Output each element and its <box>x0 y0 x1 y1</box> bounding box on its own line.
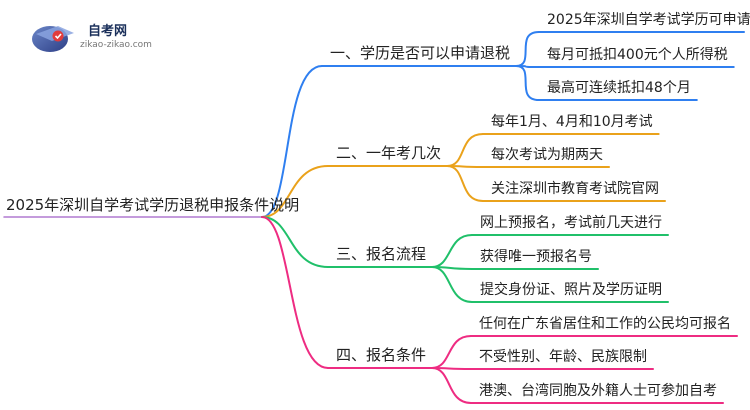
leaf-topic: 获得唯一预报名号 <box>480 249 592 265</box>
branch-connector <box>261 216 329 268</box>
leaf-topic: 任何在广东省居住和工作的公民均可报名 <box>479 316 731 332</box>
leaf-topic: 2025年深圳自学考试学历可申请退税 <box>547 12 750 28</box>
leaf-topic: 每年1月、4月和10月考试 <box>491 114 653 130</box>
leaf-connector <box>431 234 473 268</box>
leaf-connector <box>446 165 484 202</box>
branch-topic-registration-process: 三、报名流程 <box>336 245 427 263</box>
logo-title: 自考网 <box>88 24 128 39</box>
leaf-connector <box>431 266 473 303</box>
leaf-topic: 网上预报名，考试前几天进行 <box>480 215 662 231</box>
branch-connector <box>261 165 329 218</box>
graduation-cap-icon <box>32 26 74 52</box>
branch-connector <box>261 65 323 218</box>
leaf-topic: 每次考试为期两天 <box>491 147 603 163</box>
site-logo: 自考网 zikao-zikao.com <box>28 16 152 56</box>
branch-topic-exam-frequency: 二、一年考几次 <box>336 144 442 162</box>
logo-url: zikao-zikao.com <box>80 40 152 50</box>
leaf-topic: 最高可连续抵扣48个月 <box>547 80 691 96</box>
leaf-topic: 提交身份证、照片及学历证明 <box>480 282 662 298</box>
leaf-connector <box>431 335 472 369</box>
leaf-connector <box>446 133 484 167</box>
leaf-connector <box>515 31 540 67</box>
leaf-connector <box>515 65 540 101</box>
leaf-topic: 港澳、台湾同胞及外籍人士可参加自考 <box>479 383 717 399</box>
leaf-topic: 关注深圳市教育考试院官网 <box>491 181 659 197</box>
branch-connector <box>261 216 329 369</box>
root-topic: 2025年深圳自学考试学历退税申报条件说明 <box>6 196 300 214</box>
leaf-topic: 不受性别、年龄、民族限制 <box>479 349 647 365</box>
branch-topic-qualification: 一、学历是否可以申请退税 <box>330 44 511 62</box>
branch-topic-registration-conditions: 四、报名条件 <box>336 346 427 364</box>
leaf-topic: 每月可抵扣400元个人所得税 <box>547 47 728 63</box>
leaf-connector <box>431 367 472 404</box>
